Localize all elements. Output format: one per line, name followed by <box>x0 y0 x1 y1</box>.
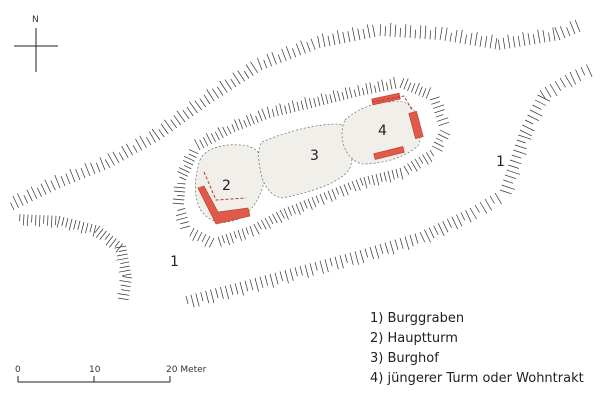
hill-north-hachures <box>177 77 451 181</box>
scale-tick-20: 20 Meter <box>166 365 207 375</box>
legend-item-1: 1) Burggraben <box>370 311 464 326</box>
masonry-remains <box>197 92 424 225</box>
legend: 1) Burggraben 2) Hauptturm 3) Burghof 4)… <box>370 311 584 386</box>
courtyard-plateau <box>258 123 353 199</box>
keep-label: 2 <box>222 178 231 194</box>
tower-wall-south <box>373 146 405 160</box>
castle-plateau <box>195 101 421 223</box>
tower-wall-east <box>408 111 424 139</box>
courtyard-label: 3 <box>310 148 319 164</box>
moat-label-west: 1 <box>170 254 179 270</box>
north-arrow-icon: N <box>14 15 58 72</box>
terrain-hachures <box>10 19 593 308</box>
outer-rim-hachures <box>10 19 581 211</box>
moat-label-east: 1 <box>496 154 505 170</box>
scale-tick-10: 10 <box>89 365 101 375</box>
legend-item-4: 4) jüngerer Turm oder Wohntrakt <box>370 371 584 386</box>
keep-wall-remains <box>197 185 251 225</box>
wall-outlines <box>203 95 413 201</box>
tower-label: 4 <box>378 123 387 139</box>
hill-south-hachures <box>172 149 435 248</box>
scale-tick-0: 0 <box>15 365 21 375</box>
scale-bar: 0 10 20 Meter <box>15 365 207 383</box>
legend-item-2: 2) Hauptturm <box>370 331 458 346</box>
southern-rim-hachures <box>185 64 593 308</box>
north-label: N <box>32 15 39 25</box>
legend-item-3: 3) Burghof <box>370 351 439 366</box>
west-arc-hachures <box>19 213 133 301</box>
